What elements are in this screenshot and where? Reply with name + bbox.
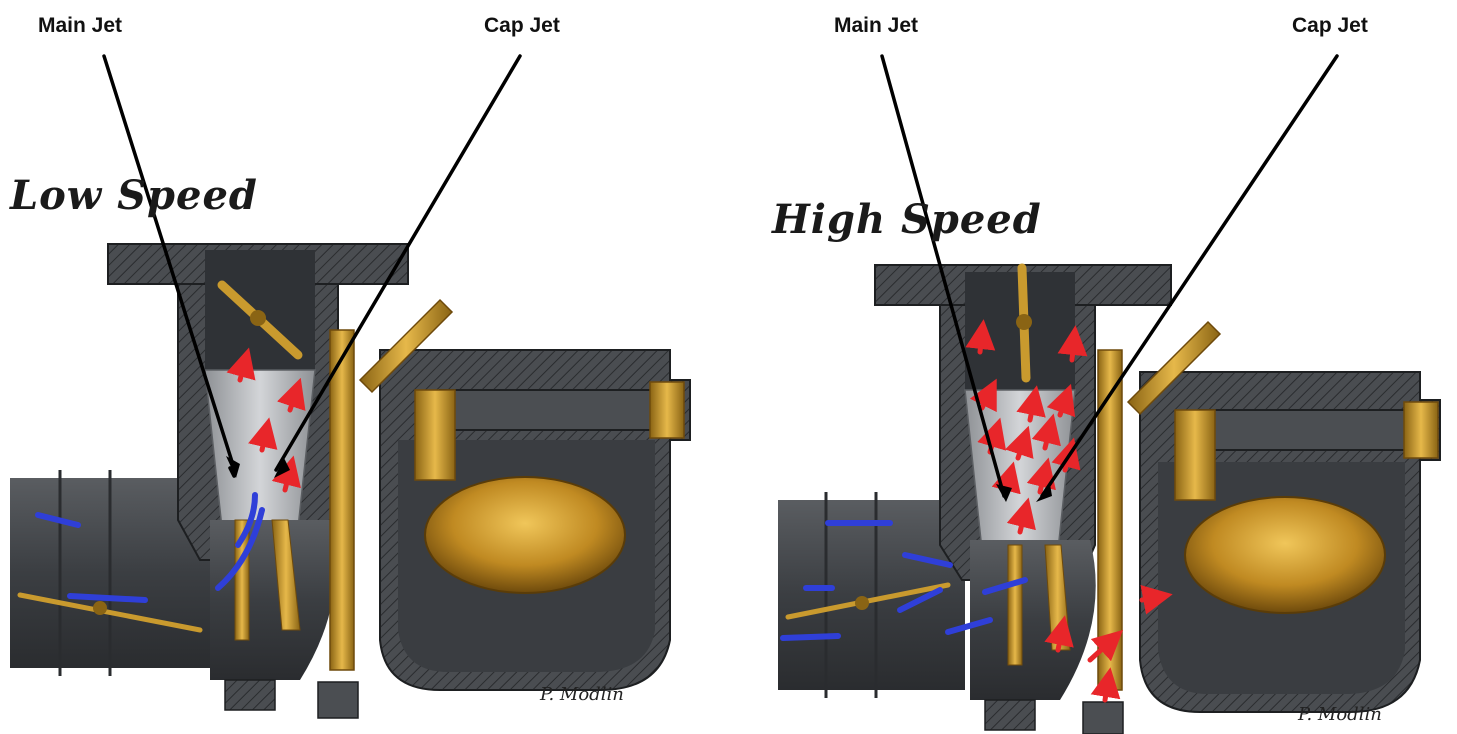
- float-right: [1184, 496, 1386, 614]
- label-cap-jet-left: Cap Jet: [484, 14, 560, 37]
- label-main-jet-left: Main Jet: [38, 14, 123, 37]
- pointer-main-jet-right: [880, 54, 1006, 498]
- intake-pipe-right: [778, 500, 965, 690]
- pointer-cap-jet-left: [274, 54, 522, 472]
- air-flow-right: [780, 520, 1028, 641]
- signature-left: P. Modlin: [540, 684, 624, 705]
- idle-tube-left: [329, 329, 355, 671]
- carburetor-left: [10, 243, 691, 719]
- float-left: [424, 476, 626, 594]
- pointer-lines: [102, 54, 1339, 498]
- pointer-cap-jet-right: [1040, 54, 1339, 498]
- label-main-jet-right: Main Jet: [834, 14, 919, 37]
- signature-right: P. Modlin: [1298, 704, 1382, 725]
- pointer-arrowheads: [226, 456, 1052, 502]
- title-high-speed: High Speed: [772, 196, 1042, 243]
- title-low-speed: Low Speed: [10, 172, 258, 219]
- carburetor-right: [778, 263, 1441, 734]
- pointer-main-jet-left: [102, 54, 236, 470]
- label-cap-jet-right: Cap Jet: [1292, 14, 1368, 37]
- air-flow-left: [35, 492, 265, 603]
- fuel-flow-left: [226, 347, 306, 493]
